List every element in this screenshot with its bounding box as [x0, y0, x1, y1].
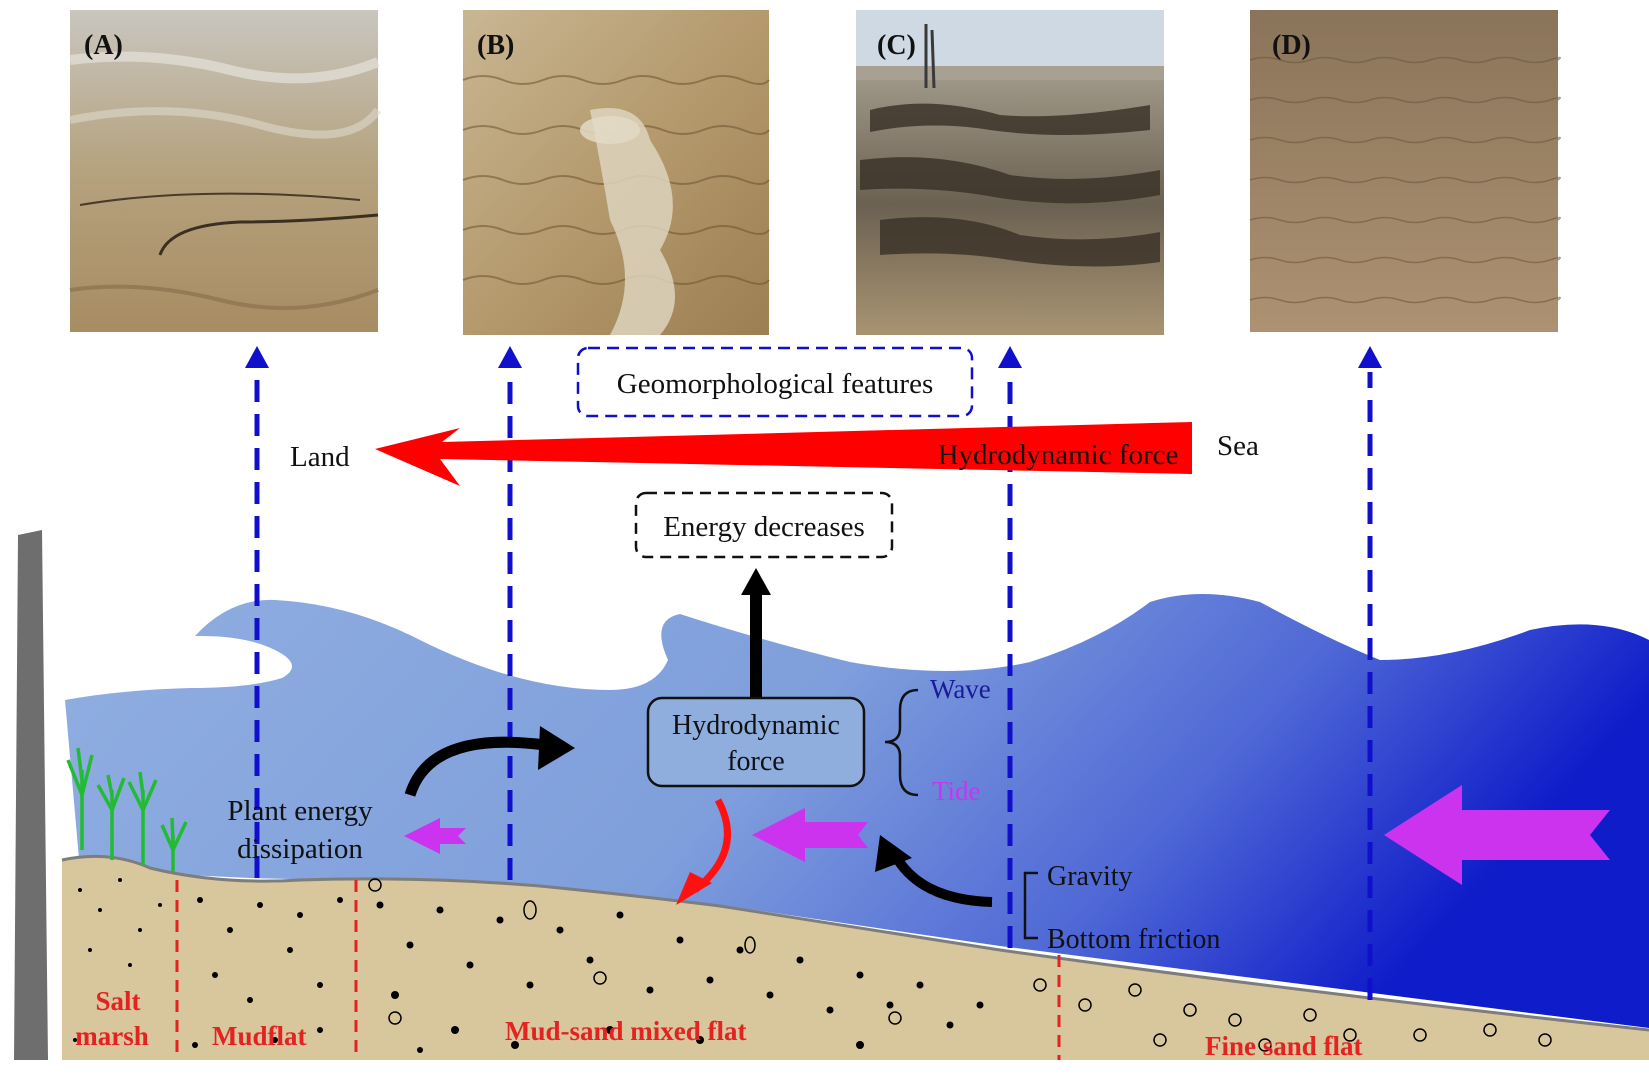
- salt-marsh-plants: [66, 747, 188, 872]
- zone-salt-marsh-line2: marsh: [75, 1021, 149, 1051]
- hydrodynamic-arrow-text: Hydrodynamic force: [938, 439, 1179, 471]
- zone-salt-marsh-line1: Salt: [95, 986, 140, 1016]
- photo-a: (A): [69, 10, 382, 332]
- hydrodynamic-box-line2: force: [727, 746, 785, 777]
- black-curved-arrow-top: [404, 736, 546, 797]
- tide-arrow-small: [404, 818, 466, 854]
- photo-c: (C): [856, 10, 1164, 335]
- up-arrow-shaft: [750, 593, 762, 697]
- geomorphological-features-text: Geomorphological features: [617, 368, 933, 400]
- photo-b-label: (B): [477, 30, 514, 61]
- tide-arrow-medium: [752, 808, 868, 862]
- blue-arrowheads: [245, 346, 1382, 368]
- tide-arrow-large: [1384, 785, 1610, 885]
- gravity-friction-bracket: [1023, 871, 1038, 940]
- geomorphological-box: [576, 346, 974, 418]
- zone-mudflat: Mudflat: [212, 1021, 307, 1051]
- sediment-layer: [62, 856, 1649, 1060]
- energy-decreases-box: [634, 491, 894, 559]
- seabed-line: [61, 854, 1649, 1032]
- plant-energy-line1: Plant energy: [227, 795, 373, 827]
- water-body: [65, 594, 1649, 1028]
- wave-label: Wave: [930, 674, 991, 704]
- plant-energy-line2: dissipation: [237, 833, 363, 865]
- up-arrow-head: [741, 568, 771, 595]
- photo-d: (D): [1249, 10, 1561, 332]
- energy-decreases-text: Energy decreases: [663, 511, 865, 543]
- zone-mud-sand-mixed: Mud-sand mixed flat: [505, 1016, 747, 1046]
- hydrodynamic-force-box: [646, 696, 866, 788]
- seawall: [14, 530, 48, 1060]
- hydrodynamic-force-arrow: [375, 422, 1192, 486]
- land-label: Land: [290, 441, 350, 473]
- sediment-dots: [73, 878, 984, 1053]
- wave-tide-brace: [884, 688, 919, 797]
- bottom-friction-label: Bottom friction: [1047, 924, 1220, 955]
- gravity-label: Gravity: [1047, 861, 1133, 892]
- zone-boundaries: [175, 880, 1061, 1060]
- black-curved-arrow-bottom: [890, 852, 993, 907]
- photo-d-label: (D): [1272, 30, 1311, 61]
- zone-fine-sand: Fine sand flat: [1205, 1031, 1363, 1061]
- tide-label: Tide: [932, 776, 981, 806]
- photo-b: (B): [462, 10, 770, 335]
- photo-c-label: (C): [877, 30, 916, 61]
- hydrodynamic-box-line1: Hydrodynamic: [672, 710, 840, 741]
- photo-a-label: (A): [84, 30, 123, 61]
- sea-label: Sea: [1217, 430, 1259, 462]
- sediment-pebbles: [368, 878, 1552, 1052]
